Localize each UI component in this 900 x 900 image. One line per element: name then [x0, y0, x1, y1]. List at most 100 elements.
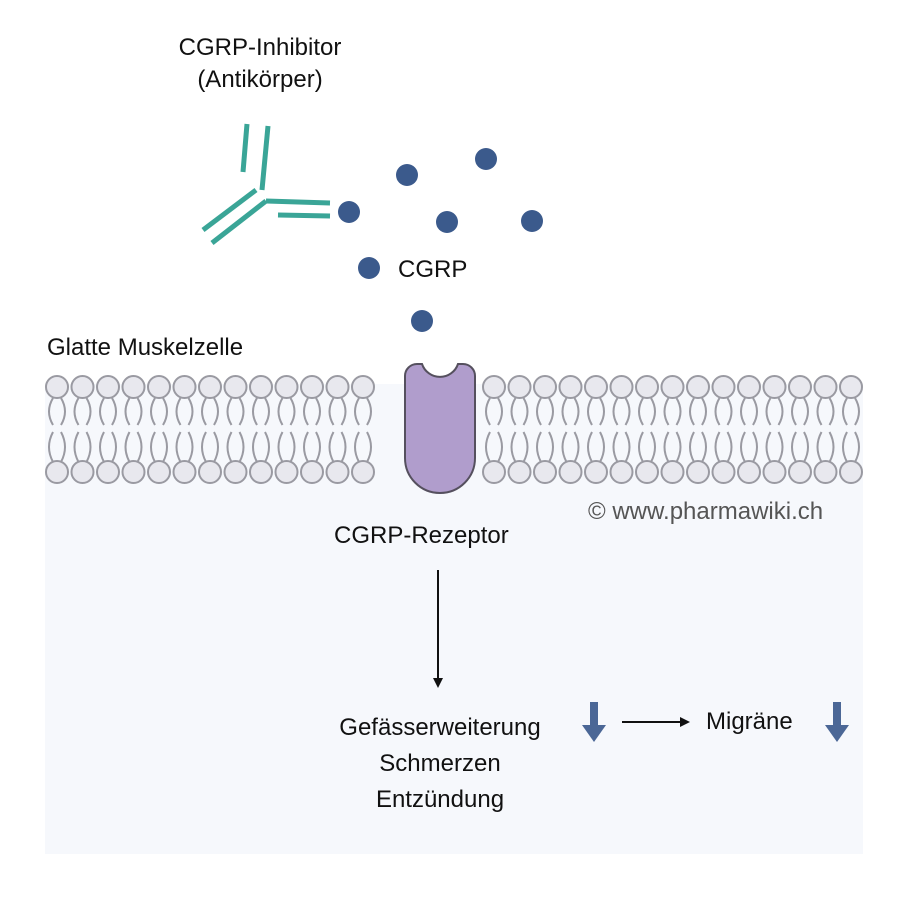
lipid-tail [485, 397, 491, 426]
lipid-tail [162, 431, 168, 463]
cgrp-label: CGRP [398, 256, 468, 283]
lipid-head [762, 375, 787, 399]
lipid-head [660, 375, 685, 399]
cell-label: Glatte Muskelzelle [47, 334, 244, 361]
lipid-head [660, 460, 685, 484]
lipid-head [507, 460, 532, 484]
lipid-tail [238, 397, 245, 426]
lipid-head [609, 375, 634, 399]
lipid-tail [765, 431, 772, 463]
lipid-head [686, 460, 710, 484]
lipid-tail [340, 431, 347, 463]
cgrp-molecule [521, 210, 543, 232]
lipid-tail [612, 431, 619, 463]
lipid-tail [638, 397, 644, 426]
lipid-tail [854, 397, 860, 426]
lipid-tail [315, 397, 321, 426]
lipid-tail [277, 397, 284, 426]
lipid-tail [85, 397, 92, 426]
down-arrow-icon [825, 702, 849, 742]
lipid-tail [573, 397, 580, 426]
lipid-head [172, 375, 197, 399]
lipid-tail [111, 431, 117, 463]
lipid-head [45, 375, 69, 399]
lipid-tail [366, 397, 372, 426]
lipid-tail [510, 397, 517, 426]
lipid-tail [213, 431, 219, 463]
lipid-tail [573, 431, 580, 463]
lipid-tail [726, 431, 733, 463]
lipid-tail [201, 431, 207, 463]
lipid-tail [328, 431, 335, 463]
lipid-tail [175, 431, 182, 463]
lipid-tail [226, 431, 233, 463]
antibody-icon [201, 123, 331, 245]
lipid-tail [187, 397, 194, 426]
lipid-tail [752, 397, 758, 426]
lipid-tail [765, 397, 772, 426]
lipid-tail [73, 397, 80, 426]
lipid-head [147, 460, 171, 484]
lipid-tail [828, 431, 835, 463]
lipid-tail [213, 397, 219, 426]
lipid-head [351, 460, 375, 484]
lipid-tail [136, 397, 143, 426]
lipid-tail [536, 431, 542, 463]
lipid-tail [136, 431, 143, 463]
lipid-tail [791, 431, 797, 463]
lipid-head [584, 460, 608, 484]
lipid-head [711, 375, 736, 399]
effect-vasodilation: Gefässerweiterung [339, 714, 541, 741]
lipid-tail [816, 431, 823, 463]
lipid-tail [111, 397, 117, 426]
effect-pain: Schmerzen [379, 750, 501, 777]
outcome-label: Migräne [706, 708, 793, 735]
lipid-tail [701, 397, 707, 426]
lipid-head [686, 375, 710, 399]
effects-list: Gefässerweiterung Schmerzen Entzündung [300, 710, 580, 818]
lipid-tail [497, 397, 503, 426]
lipid-tail [689, 397, 695, 426]
lipid-head [507, 375, 532, 399]
lipid-head [839, 375, 863, 399]
lipid-tail [663, 397, 670, 426]
cgrp-molecule [436, 211, 458, 233]
lipid-head [121, 375, 146, 399]
lipid-tail [289, 397, 296, 426]
lipid-tail [854, 431, 860, 463]
lipid-tail [485, 431, 491, 463]
copyright-label: © www.pharmawiki.ch [588, 498, 824, 525]
lipid-tail [777, 431, 784, 463]
cgrp-molecule [411, 310, 433, 332]
lipid-tail [99, 397, 105, 426]
lipid-tail [264, 397, 270, 426]
lipid-head [839, 460, 863, 484]
lipid-head [558, 460, 583, 484]
lipid-tail [740, 397, 746, 426]
lipid-head [300, 375, 324, 399]
lipid-head [274, 375, 299, 399]
lipid-tail [828, 397, 835, 426]
lipid-tail [48, 397, 54, 426]
lipid-tail [561, 397, 568, 426]
lipid-tail [714, 397, 721, 426]
lipid-tail [201, 397, 207, 426]
lipid-head [609, 460, 634, 484]
lipid-tail [315, 431, 321, 463]
lipid-head [70, 375, 95, 399]
lipid-tail [150, 431, 156, 463]
receptor-label: CGRP-Rezeptor [334, 522, 509, 549]
lipid-head [635, 460, 659, 484]
lipid-tail [277, 431, 284, 463]
lipid-tail [650, 431, 656, 463]
lipid-tail [48, 431, 54, 463]
lipid-tail [650, 397, 656, 426]
lipid-head [558, 375, 583, 399]
lipid-bilayer [45, 375, 863, 484]
lipid-tail [624, 431, 631, 463]
lipid-head [274, 460, 299, 484]
lipid-tail [522, 397, 529, 426]
cgrp-molecule [358, 257, 380, 279]
inhibitor-label: CGRP-Inhibitor (Antikörper) [130, 36, 390, 92]
lipid-tail [124, 397, 131, 426]
